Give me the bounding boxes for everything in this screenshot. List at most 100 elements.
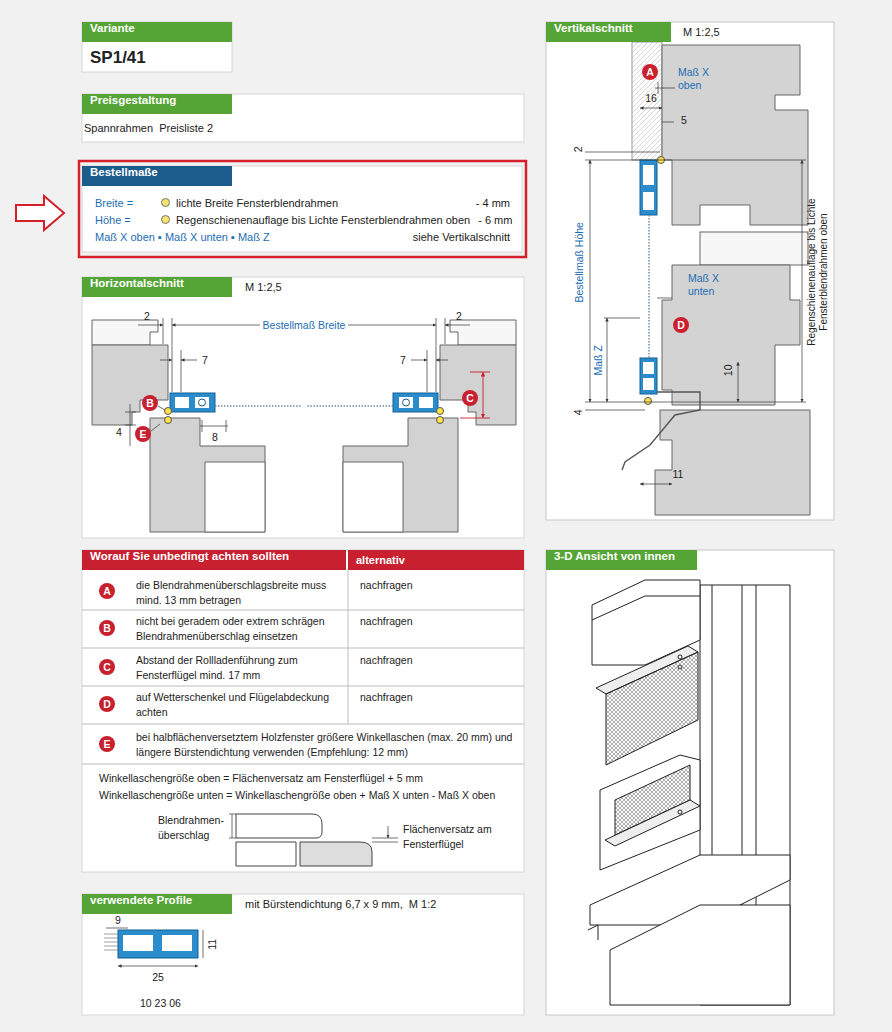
drawing-part	[648, 215, 650, 358]
drawing-part	[195, 397, 209, 408]
drawing-part	[662, 265, 800, 405]
order-key: Höhe =	[95, 214, 159, 226]
drawing-part	[622, 392, 700, 470]
drawing-part	[585, 402, 806, 403]
drawing-part	[226, 420, 227, 432]
drawing-part	[104, 950, 118, 951]
order-text: Regenschienenauflage bis Lichte Fensterb…	[176, 214, 470, 226]
callout-letter: D	[99, 696, 115, 712]
drawing-part	[82, 22, 232, 72]
drawing-part	[348, 570, 349, 724]
drawing-part	[460, 418, 490, 419]
table-text: Flächenversatz am Fensterflügel	[403, 822, 503, 852]
offset-sketch	[229, 814, 398, 866]
drawing-part	[546, 550, 834, 1015]
drawing-part	[125, 425, 136, 426]
dimension-label: 16	[645, 92, 657, 105]
distance-c	[460, 372, 490, 418]
order-row: Höhe = Regenschienenauflage bis Lichte Fe…	[95, 211, 510, 228]
section-subtitle: SP1/41	[90, 47, 146, 69]
table-text: die Blendrahmenüberschlagsbreite muss mi…	[136, 578, 344, 608]
section-subtitle: alternativ	[346, 550, 405, 570]
drawing-part	[158, 406, 165, 410]
drawing-part	[643, 378, 654, 390]
order-value: - 4 mm	[476, 197, 510, 209]
section-subtitle: M 1:2,5	[245, 280, 282, 294]
drawing-part	[82, 94, 524, 142]
section-heading: Vertikalschnitt	[546, 22, 671, 42]
drawing-part	[643, 362, 654, 374]
drawing-part	[678, 810, 682, 814]
section-subtitle: Spannrahmen Preisliste 2	[84, 121, 213, 135]
drawing-part	[203, 930, 204, 958]
drawing-part	[215, 405, 302, 407]
drawing-part	[585, 410, 645, 411]
order-row: Maß X oben ▪ Maß X unten ▪ Maß Zsiehe Ve…	[95, 228, 510, 245]
table-text: nachfragen	[360, 653, 413, 668]
drawing-part	[104, 946, 118, 947]
horizontal-dimensions	[125, 325, 436, 446]
callout-letter: A	[99, 583, 115, 599]
dimension-label: 2	[144, 310, 150, 323]
drawing-part	[205, 462, 265, 532]
drawing-part	[82, 724, 524, 725]
dimension-label: 11	[206, 939, 219, 950]
dimension-label: Maß X oben	[678, 66, 726, 91]
panel-box: PreisgestaltungSpannrahmen Preisliste 2	[82, 94, 524, 114]
drawing-part	[658, 82, 659, 94]
callout-letter: B	[99, 620, 115, 636]
callout-letter: D	[673, 317, 689, 333]
drawing-part	[165, 417, 172, 424]
table-text: bei halbflächenversetztem Holzfenster gr…	[136, 730, 521, 760]
drawing-part	[104, 942, 118, 943]
drawing-part	[643, 165, 654, 185]
vertical-dimensions	[585, 82, 806, 484]
section-heading: Variante	[82, 22, 232, 42]
drawing-part	[640, 358, 657, 394]
table-text: Winkellaschengröße oben = Flächenversatz…	[99, 771, 524, 786]
highlight-box	[79, 161, 526, 257]
horizontal-section	[92, 318, 302, 532]
order-rows: Breite =lichte Breite Fensterblendrahmen…	[95, 194, 510, 245]
section-heading: Worauf Sie unbedingt achten sollten	[82, 550, 524, 570]
drawing-part	[585, 152, 660, 153]
table-text: nachfragen	[360, 614, 413, 629]
dimension-label: 7	[400, 354, 406, 367]
drawing-part	[802, 160, 803, 402]
drawing-part	[483, 372, 484, 418]
drawing-part	[662, 122, 674, 123]
panel-box: verwendete Profile mit Bürstendichtung 6,…	[82, 894, 524, 914]
callout-letter: A	[642, 64, 658, 80]
drawing-part	[151, 424, 160, 431]
section-heading: Preisgestaltung	[82, 94, 232, 114]
drawing-part	[388, 826, 389, 838]
section-subtitle: mit Bürstendichtung 6,7 x 9 mm, M 1:2	[245, 897, 436, 911]
drawing-part	[645, 398, 652, 405]
drawing-part	[82, 764, 524, 765]
drawing-part	[175, 397, 189, 408]
table-text: nachfragen	[360, 578, 413, 593]
table-text: nachfragen	[360, 690, 413, 705]
order-text: lichte Breite Fensterblendrahmen	[176, 197, 468, 209]
dimension-label: 2	[456, 310, 462, 323]
profile-section	[104, 928, 203, 966]
table-text: Blendrahmen- überschlag	[158, 813, 230, 843]
drawing-part	[585, 160, 806, 161]
order-key: Maß X oben ▪ Maß X unten ▪ Maß Z	[95, 231, 405, 243]
section-heading: Bestellmaße	[82, 166, 232, 186]
section-heading: verwendete Profile	[82, 894, 232, 914]
dimension-label: 10	[722, 364, 735, 376]
table-text: Abstand der Rollladenführung zum Fenster…	[136, 653, 344, 683]
order-row: Breite =lichte Breite Fensterblendrahmen…	[95, 194, 510, 211]
drawing-part	[700, 232, 808, 265]
drawing-part	[662, 45, 808, 225]
dimension-label: Maß Z	[592, 345, 605, 375]
callout-letter: C	[99, 659, 115, 675]
drawing-part	[138, 325, 163, 326]
yellow-marker	[161, 198, 170, 207]
drawing-part	[236, 842, 296, 866]
drawing-part	[640, 484, 672, 485]
drawing-part	[590, 160, 591, 402]
yellow-marker	[161, 215, 170, 224]
drawing-part	[165, 408, 172, 415]
